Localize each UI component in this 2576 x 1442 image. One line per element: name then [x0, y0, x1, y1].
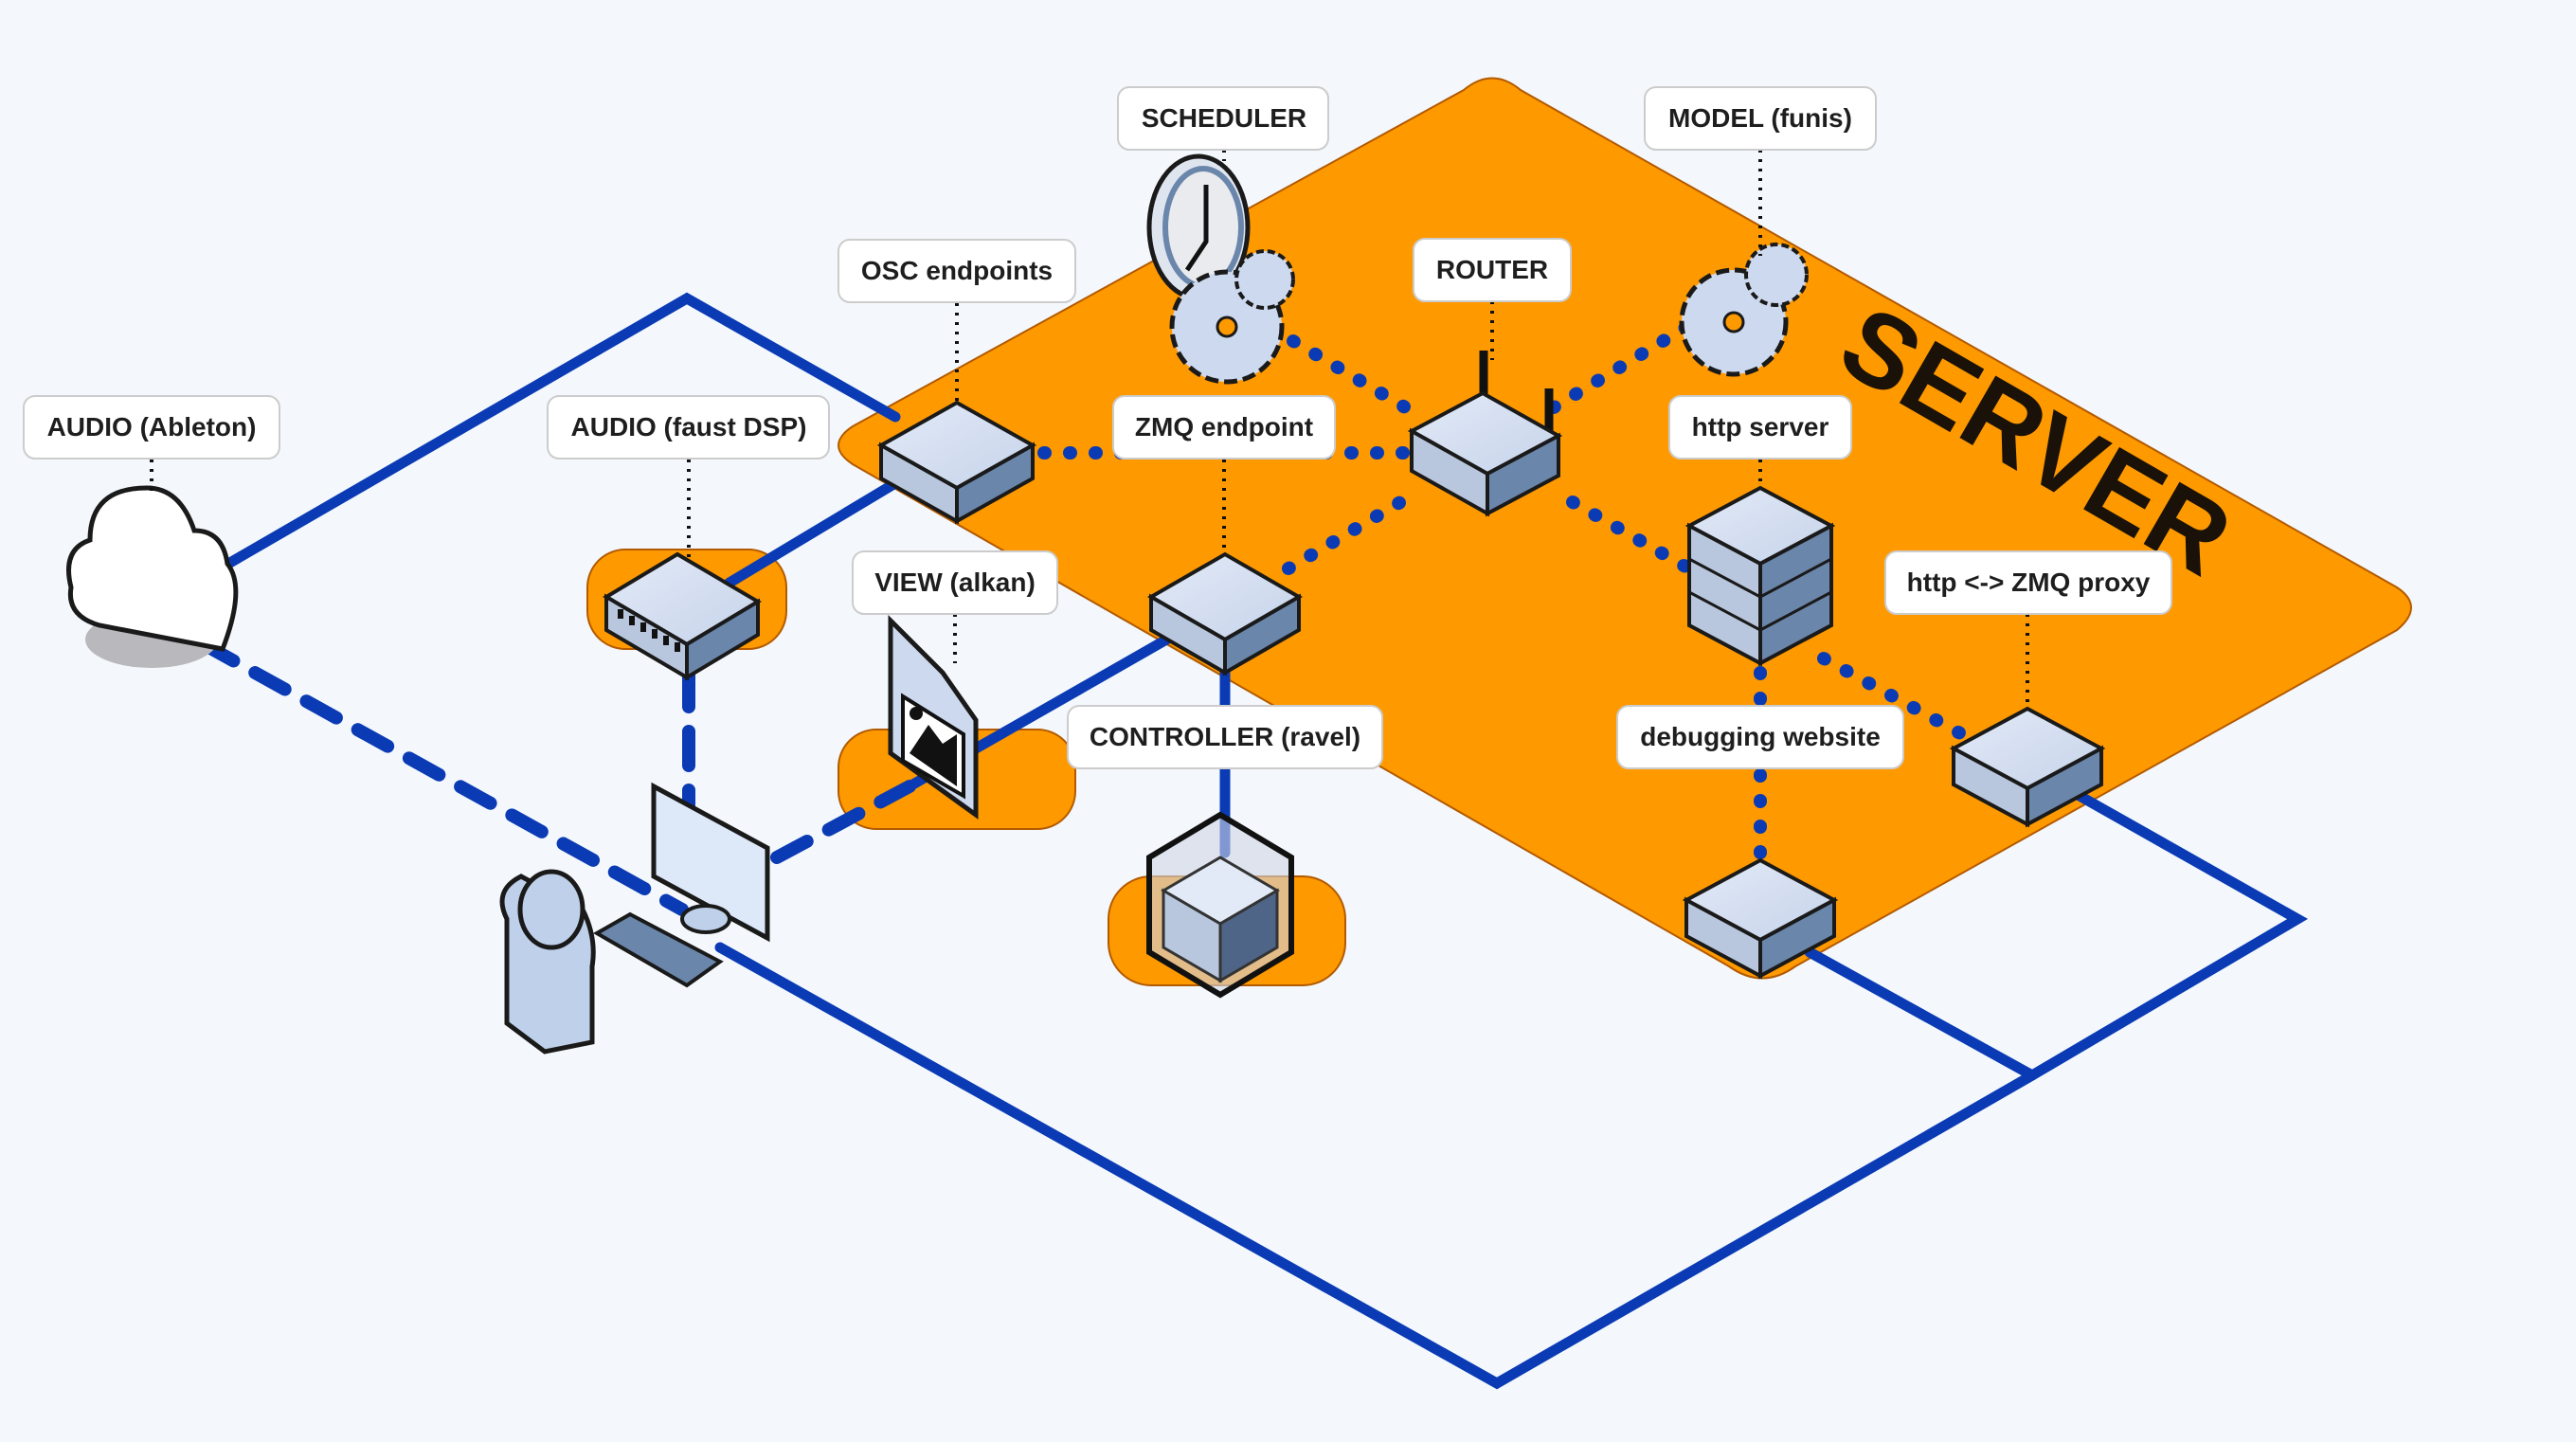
link-workstation-view: [770, 780, 916, 864]
cloud-icon[interactable]: [66, 485, 239, 668]
svg-text:http <-> ZMQ proxy: http <-> ZMQ proxy: [1907, 568, 2151, 597]
user-workstation[interactable]: [499, 782, 770, 1054]
svg-text:ZMQ endpoint: ZMQ endpoint: [1135, 412, 1313, 442]
link-debug-loop: [1804, 946, 2038, 1081]
label-controller: CONTROLLER (ravel): [1067, 705, 1383, 769]
svg-text:AUDIO (faust DSP): AUDIO (faust DSP): [571, 412, 807, 442]
label-audio-ableton: AUDIO (Ableton): [23, 395, 280, 497]
svg-text:OSC endpoints: OSC endpoints: [861, 256, 1053, 285]
label-zmq: ZMQ endpoint: [1112, 395, 1336, 554]
zmq-endpoint-device[interactable]: [1146, 551, 1304, 676]
svg-text:CONTROLLER (ravel): CONTROLLER (ravel): [1090, 722, 1360, 751]
controller-ravel-device[interactable]: [1146, 811, 1294, 999]
model-device[interactable]: [1679, 243, 1809, 377]
svg-text:debugging website: debugging website: [1640, 722, 1881, 751]
svg-text:http server: http server: [1692, 412, 1829, 442]
scheduler-device[interactable]: [1146, 153, 1295, 385]
label-http-server: http server: [1668, 395, 1852, 488]
link-user-loop: [714, 790, 2309, 1390]
router-device[interactable]: [1407, 351, 1563, 517]
user-head: [517, 869, 585, 950]
dashed-links: [197, 638, 916, 916]
link-cloud-user: [197, 638, 689, 916]
svg-text:MODEL (funis): MODEL (funis): [1668, 103, 1852, 133]
label-debugging: debugging website: [1616, 705, 1904, 769]
svg-text:VIEW (alkan): VIEW (alkan): [874, 568, 1036, 597]
keyboard-icon: [592, 911, 724, 988]
label-view: VIEW (alkan): [852, 550, 1058, 663]
svg-text:ROUTER: ROUTER: [1436, 255, 1548, 284]
label-audio-faust: AUDIO (faust DSP): [547, 395, 830, 559]
svg-text:AUDIO (Ableton): AUDIO (Ableton): [47, 412, 257, 442]
label-proxy: http <-> ZMQ proxy: [1884, 550, 2172, 706]
osc-endpoints-device[interactable]: [876, 400, 1037, 525]
label-osc: OSC endpoints: [838, 239, 1076, 403]
svg-text:SCHEDULER: SCHEDULER: [1142, 103, 1306, 133]
link-cloud-osc: [198, 292, 901, 584]
faust-dsp-device[interactable]: [603, 551, 762, 681]
monitor-icon: [651, 782, 770, 943]
http-server-device[interactable]: [1684, 485, 1836, 667]
view-alkan-device[interactable]: [888, 614, 979, 820]
debugging-website-device[interactable]: [1682, 857, 1839, 980]
link-faust-osc: [724, 478, 901, 588]
dotted-links: [1012, 320, 1977, 888]
proxy-device[interactable]: [1949, 706, 2106, 828]
label-scheduler: SCHEDULER: [1117, 86, 1329, 161]
label-model: MODEL (funis): [1644, 86, 1877, 256]
labels: AUDIO (Ableton) AUDIO (faust DSP) OSC en…: [23, 86, 2172, 769]
label-router: ROUTER: [1413, 238, 1572, 360]
